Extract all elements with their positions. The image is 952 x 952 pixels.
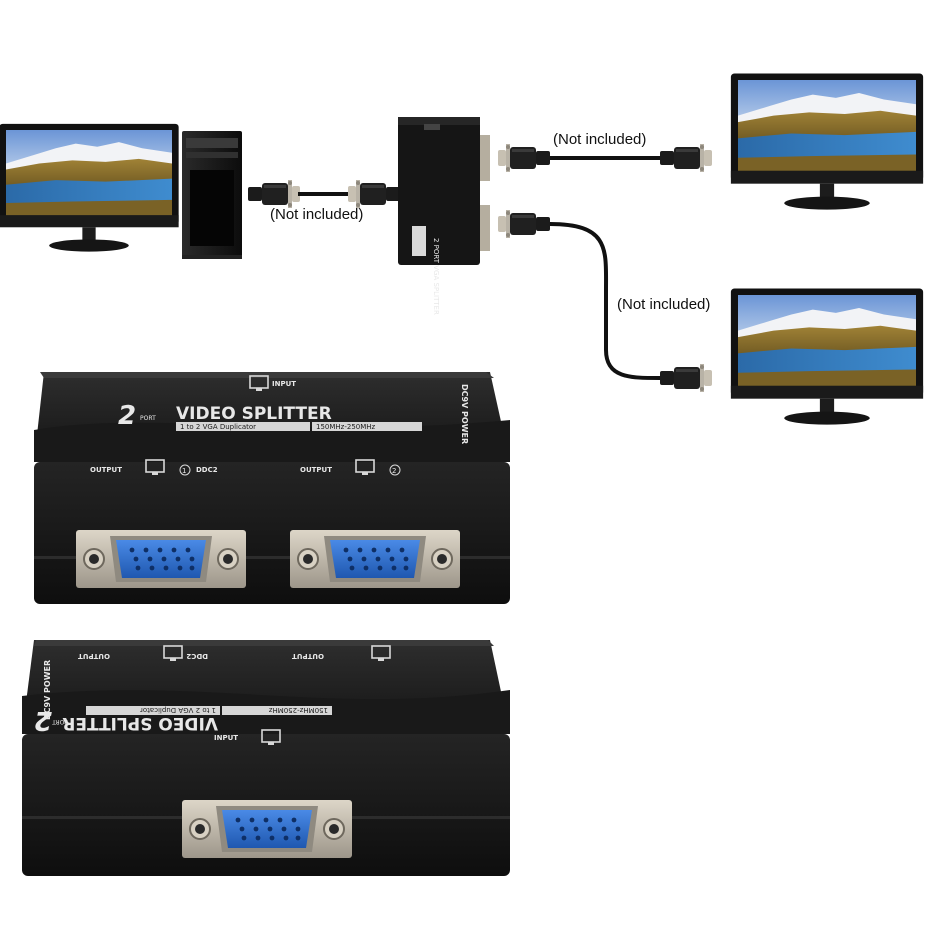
back-output2-label: OUTPUT xyxy=(292,652,324,660)
vga-cable-output-2 xyxy=(498,210,712,392)
back-port-number: 2 xyxy=(34,705,52,735)
back-port-word: PORT xyxy=(52,718,68,725)
output-monitor-2 xyxy=(731,289,923,425)
front-power-label: DC9V POWER xyxy=(460,384,469,444)
source-monitor xyxy=(0,124,179,252)
front-output1-label: OUTPUT xyxy=(90,466,122,474)
vga-port-input xyxy=(181,799,353,859)
splitter-front-view: INPUT 2 PORT VIDEO SPLITTER 1 to 2 VGA D… xyxy=(34,372,510,604)
vga-port-output-1 xyxy=(75,529,247,589)
back-output1-label: OUTPUT xyxy=(78,652,110,660)
front-port-word: PORT xyxy=(140,415,156,422)
back-bandwidth: 150MHz-250MHz xyxy=(268,706,328,714)
svg-text:2: 2 xyxy=(392,467,396,475)
back-power-label: DC9V POWER xyxy=(43,660,52,720)
pc-tower-icon xyxy=(182,131,242,259)
front-port-number: 2 xyxy=(118,401,136,431)
vga-cable-input xyxy=(248,180,400,208)
back-ddc-label: DDC2 xyxy=(186,652,208,660)
vga-port-output-2 xyxy=(289,529,461,589)
vga-cable-output-1 xyxy=(498,144,712,172)
small-splitter-text: 2 PORT VGA SPLITTER xyxy=(432,238,440,315)
splitter-box-small: 2 PORT VGA SPLITTER xyxy=(398,117,490,315)
front-title: VIDEO SPLITTER xyxy=(176,404,332,424)
cable-label-input: (Not included) xyxy=(270,206,364,223)
front-input-label: INPUT xyxy=(272,380,296,388)
front-subtitle: 1 to 2 VGA Duplicator xyxy=(180,423,256,431)
cable-label-output-2: (Not included) xyxy=(617,296,711,313)
svg-text:1: 1 xyxy=(182,467,186,475)
splitter-back-view: VIDEO SPLITTER 2 PORT 1 to 2 VGA Duplica… xyxy=(22,640,510,876)
front-ddc-label: DDC2 xyxy=(196,466,218,474)
back-subtitle: 1 to 2 VGA Duplicator xyxy=(140,706,216,714)
cable-label-output-1: (Not included) xyxy=(553,131,647,148)
front-bandwidth: 150MHz-250MHz xyxy=(316,423,376,431)
back-input-label: INPUT xyxy=(214,734,238,742)
output-monitor-1 xyxy=(731,74,923,210)
back-title: VIDEO SPLITTER xyxy=(62,713,218,733)
front-output2-label: OUTPUT xyxy=(300,466,332,474)
